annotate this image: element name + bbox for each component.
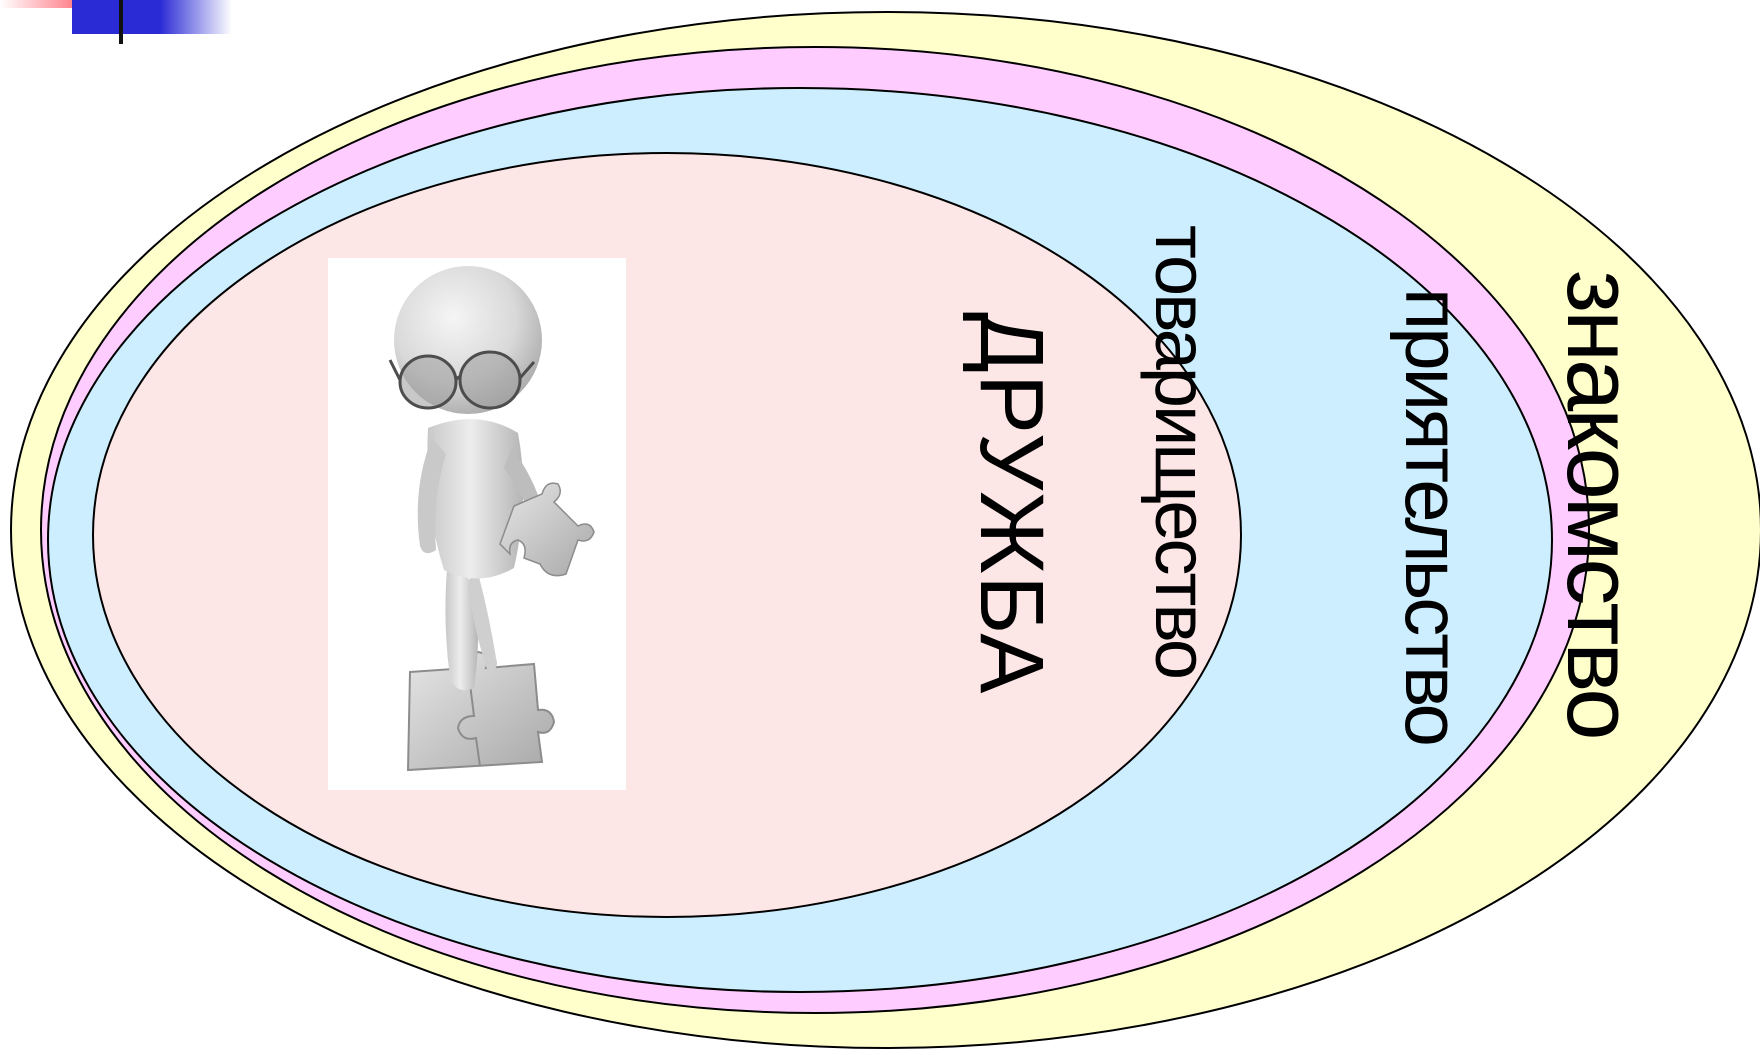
corner-decoration (0, 0, 232, 44)
deco-vertical-line (119, 0, 123, 44)
glasses-icon (388, 350, 536, 410)
deco-red-bar (0, 0, 105, 8)
floor-puzzle-pieces (406, 650, 556, 772)
label-acquaintance: знакомство (1548, 270, 1653, 738)
figure-left-arm (417, 438, 446, 554)
deco-blue-bar (72, 0, 232, 34)
puzzle-man-illustration (328, 258, 626, 790)
label-friendship: ДРУЖБА (961, 312, 1061, 695)
label-comradeship: товарищество (1140, 225, 1223, 678)
ellipse-friendship (92, 152, 1242, 918)
held-puzzle-piece (499, 482, 595, 577)
figure-legs (445, 558, 497, 691)
figure-body (427, 419, 524, 579)
label-fellowship: приятельство (1389, 288, 1477, 744)
